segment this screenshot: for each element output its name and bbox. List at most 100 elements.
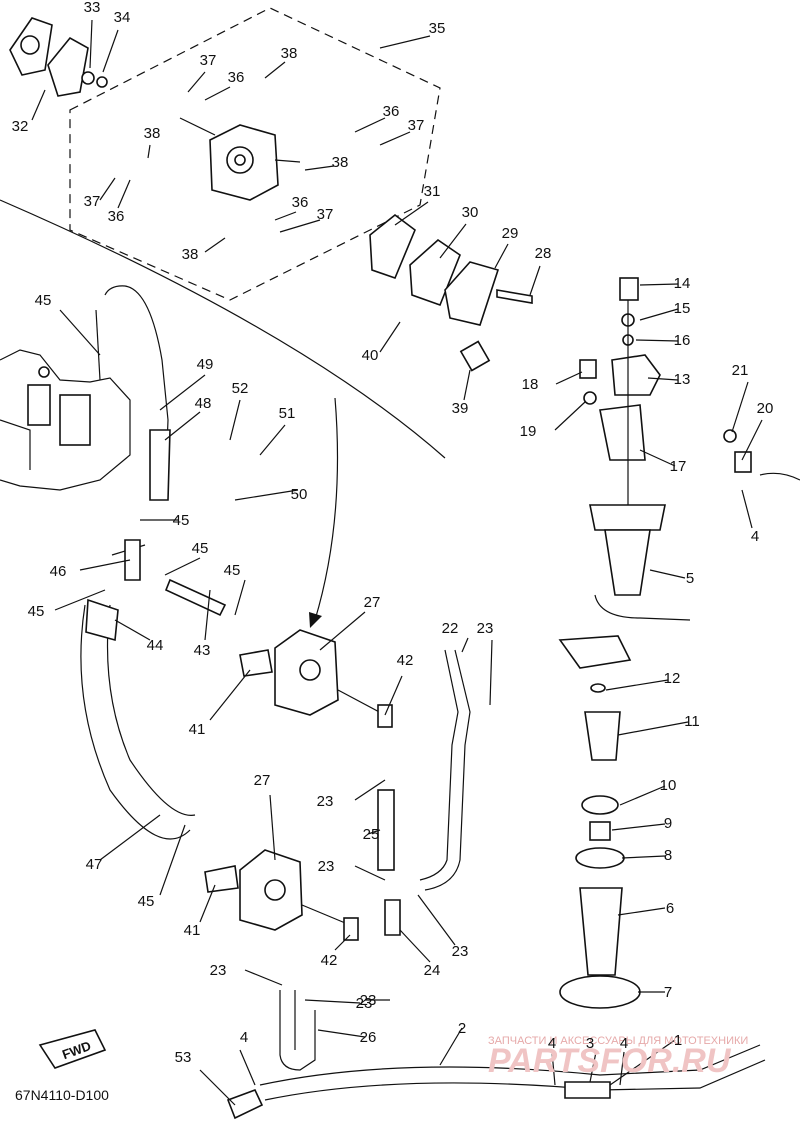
callout-number: 36 bbox=[383, 103, 400, 120]
callout-number: 23 bbox=[210, 962, 227, 979]
callout-number: 24 bbox=[424, 962, 441, 979]
callout-number: 42 bbox=[397, 652, 414, 669]
callout-number: 18 bbox=[522, 376, 539, 393]
leader-line bbox=[204, 237, 226, 253]
watermark-brand: PARTSFOR.RU bbox=[488, 1042, 732, 1080]
leader-line bbox=[274, 211, 297, 221]
callout-number: 44 bbox=[147, 637, 164, 654]
callout-number: 30 bbox=[462, 204, 479, 221]
leader-line bbox=[234, 579, 246, 616]
callout-number: 8 bbox=[664, 847, 672, 864]
leader-line bbox=[159, 824, 186, 896]
callout-number: 36 bbox=[108, 208, 125, 225]
leader-line bbox=[619, 785, 666, 806]
leader-line bbox=[649, 569, 686, 579]
leader-line bbox=[617, 721, 689, 736]
callout-number: 23 bbox=[477, 620, 494, 637]
callout-number: 35 bbox=[429, 20, 446, 37]
leader-line bbox=[99, 177, 116, 201]
callout-number: 13 bbox=[674, 371, 691, 388]
callout-number: 19 bbox=[520, 423, 537, 440]
callout-number: 6 bbox=[666, 900, 674, 917]
callout-number: 41 bbox=[184, 922, 201, 939]
callout-number: 41 bbox=[189, 721, 206, 738]
callout-number: 16 bbox=[674, 332, 691, 349]
callout-number: 5 bbox=[686, 570, 694, 587]
leader-line bbox=[379, 131, 411, 146]
leader-line bbox=[384, 675, 403, 716]
leader-line bbox=[367, 829, 381, 835]
leader-line bbox=[611, 823, 666, 831]
callout-number: 7 bbox=[664, 984, 672, 1001]
callout-number: 4 bbox=[548, 1035, 556, 1052]
leader-line bbox=[439, 1027, 463, 1066]
callout-number: 15 bbox=[674, 300, 691, 317]
callout-number: 23 bbox=[452, 943, 469, 960]
leader-line bbox=[554, 401, 586, 431]
leader-line bbox=[229, 399, 241, 441]
leader-line bbox=[639, 308, 679, 321]
callout-number: 23 bbox=[360, 992, 377, 1009]
callout-number: 26 bbox=[360, 1029, 377, 1046]
callout-number: 47 bbox=[86, 856, 103, 873]
leader-line bbox=[164, 411, 201, 441]
callout-number: 33 bbox=[84, 0, 101, 16]
leader-line bbox=[147, 144, 151, 159]
leader-line bbox=[199, 1069, 236, 1106]
leader-line bbox=[439, 223, 467, 259]
fuel-pump-upper bbox=[239, 629, 393, 728]
callout-number: 25 bbox=[363, 826, 380, 843]
leader-line bbox=[417, 894, 456, 946]
callout-number: 37 bbox=[200, 52, 217, 69]
leader-line bbox=[259, 424, 286, 456]
leader-line bbox=[102, 29, 119, 73]
leader-line bbox=[399, 929, 431, 963]
leader-line bbox=[279, 219, 321, 233]
leader-line bbox=[647, 377, 679, 381]
leader-line bbox=[617, 907, 666, 916]
callout-number: 1 bbox=[674, 1032, 682, 1049]
leader-line bbox=[159, 374, 206, 411]
callout-number: 45 bbox=[224, 562, 241, 579]
leader-line bbox=[54, 589, 106, 611]
callout-number: 2 bbox=[458, 1020, 466, 1037]
callout-number: 37 bbox=[408, 117, 425, 134]
leader-line bbox=[589, 1051, 597, 1083]
callout-number: 10 bbox=[660, 777, 677, 794]
callout-number: 21 bbox=[732, 362, 749, 379]
leader-line bbox=[551, 1051, 556, 1086]
callout-number: 36 bbox=[292, 194, 309, 211]
callout-number: 12 bbox=[664, 670, 681, 687]
callout-number: 49 bbox=[197, 356, 214, 373]
leader-line bbox=[187, 71, 206, 93]
leader-line bbox=[204, 86, 231, 101]
callout-number: 38 bbox=[182, 246, 199, 263]
diagram-code: 67N4110-D100 bbox=[15, 1087, 109, 1103]
callout-number: 52 bbox=[232, 380, 249, 397]
callout-arrow bbox=[314, 397, 339, 621]
hoses bbox=[80, 285, 227, 840]
watermark-tagline: ЗАПЧАСТИ И АКСЕССУАРЫ ДЛЯ МОТОТЕХНИКИ bbox=[488, 1035, 748, 1047]
leader-line bbox=[555, 371, 583, 385]
leader-line bbox=[489, 639, 493, 706]
callout-number: 43 bbox=[194, 642, 211, 659]
leader-line bbox=[204, 589, 211, 641]
callout-number: 51 bbox=[279, 405, 296, 422]
callout-number: 32 bbox=[12, 118, 29, 135]
leader-lines bbox=[31, 19, 763, 1106]
callout-number: 38 bbox=[332, 154, 349, 171]
callout-number: 45 bbox=[173, 512, 190, 529]
leader-line bbox=[117, 179, 131, 209]
fuel-tubes bbox=[226, 472, 800, 1120]
leader-line bbox=[639, 283, 679, 286]
callout-number: 4 bbox=[240, 1029, 248, 1046]
leader-line bbox=[114, 619, 151, 641]
callout-number: 34 bbox=[114, 9, 131, 26]
leader-line bbox=[741, 419, 763, 461]
callout-number: 9 bbox=[664, 815, 672, 832]
arrow-head bbox=[309, 612, 322, 628]
callout-number: 17 bbox=[670, 458, 687, 475]
pump-gaskets bbox=[369, 213, 533, 372]
